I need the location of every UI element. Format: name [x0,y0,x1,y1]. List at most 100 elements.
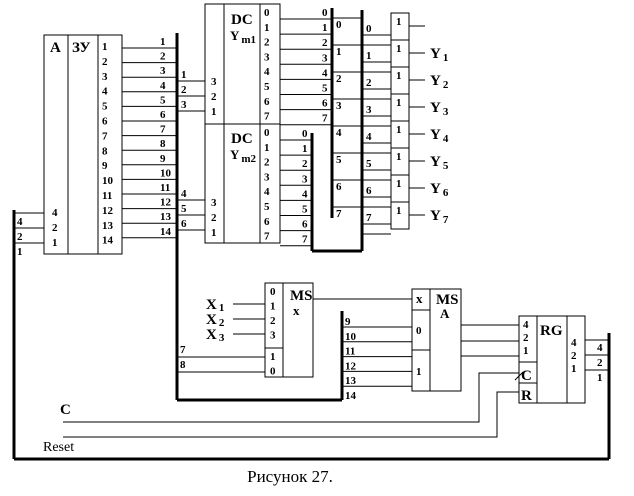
memory-output-pin: 1 [102,41,108,53]
decoder1-output-pin: 5 [264,81,270,93]
mux-x-data-pin: 1 [270,301,276,313]
or-gate-symbol: 1 [396,97,402,109]
register-feedback-label: 1 [597,372,603,384]
register-title: RG [540,323,563,339]
dc1-tap-label: 1 [181,69,187,81]
memory-output-pin: 8 [102,145,108,157]
bus-c-label: 2 [302,158,308,170]
memory-output-pin: 4 [102,86,108,98]
bus-c-label: 4 [302,188,308,200]
memory-output-pin: 12 [102,205,114,217]
bus-b-left-label: 2 [336,73,342,85]
memory-box [43,34,123,255]
bus-c-label: 5 [302,204,308,216]
bus-label: 12 [160,197,172,209]
bus-b-right-label: 4 [366,131,372,143]
mux-a-pin-0: 0 [416,325,422,337]
memory-addr-pin: 1 [52,237,58,249]
register-reset-pin: R [521,388,532,404]
or-gate-symbol: 1 [396,178,402,190]
bus-label: 14 [160,226,172,238]
register-input-pin: 2 [523,332,529,344]
decoder1-output-pin: 6 [264,96,270,108]
mux-x-tap-label: 8 [180,359,186,371]
bus-d-label: 11 [345,346,355,358]
or-gate-box [390,201,410,230]
bus-a-label: 2 [322,37,328,49]
mux-x-tap-label: 7 [180,344,186,356]
boxes [43,3,586,404]
decoder2-input-pin: 1 [211,227,217,239]
bus-label: 4 [160,80,166,92]
bus-b-right-label: 0 [366,23,372,35]
bus-a-label: 3 [322,52,328,64]
memory-output-pin: 6 [102,116,108,128]
decoder2-output-pin: 6 [264,216,270,228]
bus-b-right-label: 2 [366,77,372,89]
bus-a-label: 6 [322,98,328,110]
bus-label: 13 [160,211,172,223]
bus-d-label: 13 [345,375,357,387]
decoder2-output-pin: 5 [264,201,270,213]
mux-x-select-pin: 0 [270,366,276,378]
bus-b-right-label: 3 [366,104,372,116]
memory-output-pin: 5 [102,101,108,113]
or-gate-symbol: 1 [396,70,402,82]
mux-a-pin-1: 1 [416,366,422,378]
or-gate-symbol: 1 [396,43,402,55]
bus-c-label: 3 [302,173,308,185]
bus-d-label: 10 [345,331,357,343]
decoder2-input-pin: 2 [211,212,217,224]
bus-b-right-label: 6 [366,185,372,197]
mux-a-title: MS [436,292,459,308]
register-output-pin: 2 [571,350,577,362]
mux-a-subtitle: A [440,306,450,321]
mux-x-title: MS [290,288,313,304]
bus-b-left-label: 0 [336,19,342,31]
bus-b-left-label: 7 [336,208,342,220]
memory-output-pin: 7 [102,130,108,142]
register-output-pin: 1 [571,363,577,375]
bus-b-right-label: 1 [366,50,372,62]
decoder1-output-pin: 2 [264,37,270,49]
bus-label: 11 [160,182,170,194]
bus-b-left-label: 3 [336,100,342,112]
mux-x-subtitle: x [293,303,300,318]
or-gate-symbol: 1 [396,124,402,136]
memory-addr-pin: 4 [52,207,58,219]
decoder2-output-pin: 4 [264,186,270,198]
bus-b-left-label: 1 [336,46,342,58]
feedback-label: 2 [17,231,23,243]
decoder2-title: DC [231,131,253,147]
bus-label: 3 [160,65,166,77]
decoder2-output-pin: 2 [264,157,270,169]
figure-caption: Рисунок 27. [247,467,333,486]
bus-label: 8 [160,138,166,150]
decoder2-output-pin: 0 [264,127,270,139]
decoder2-input-pin: 3 [211,197,217,209]
decoder1-output-pin: 4 [264,66,270,78]
or-gate-symbol: 1 [396,151,402,163]
mux-x-data-pin: 0 [270,286,276,298]
bus-d-label: 14 [345,390,357,402]
decoder2-output-pin: 3 [264,171,270,183]
register-clock-pin: C [521,368,532,384]
bus-a-label: 4 [322,67,328,79]
bus-label: 10 [160,167,172,179]
buses [12,8,611,461]
dc2-tap-label: 6 [181,218,187,230]
feedback-label: 4 [17,216,23,228]
dc2-tap-label: 5 [181,203,187,215]
register-input-pin: 4 [523,319,529,331]
memory-addr-label: A [50,40,61,56]
